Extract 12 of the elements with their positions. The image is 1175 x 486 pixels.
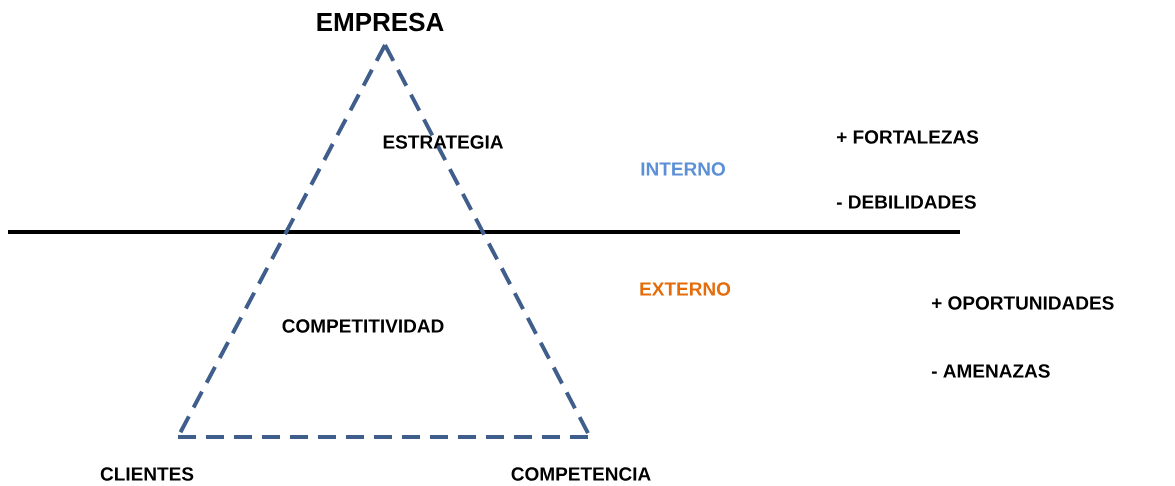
label-text: - AMENAZAS (931, 364, 1050, 378)
label-text: - DEBILIDADES (836, 195, 976, 209)
dashed-line (178, 435, 590, 439)
vertex-label: EMPRESA (317, 12, 444, 32)
label-text: + OPORTUNIDADES (932, 296, 1114, 310)
label-text: COMPETITIVIDAD (282, 319, 444, 333)
label-text: ESTRATEGIA (383, 135, 504, 149)
label-text: + FORTALEZAS (837, 130, 979, 144)
vertex-label: CLIENTES (100, 467, 194, 481)
vertex-label: COMPETENCIA (511, 467, 651, 481)
label-text: INTERNO (641, 162, 725, 176)
label-text: EXTERNO (640, 282, 731, 296)
